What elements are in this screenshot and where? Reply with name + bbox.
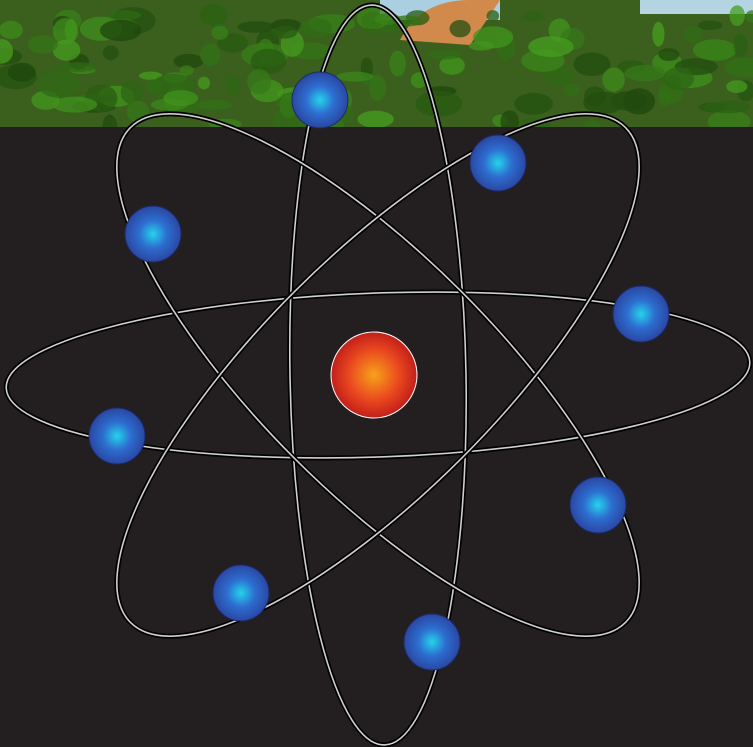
- electron-3: [125, 206, 181, 262]
- electron-1: [292, 72, 348, 128]
- electron-5: [89, 408, 145, 464]
- electron-4: [613, 286, 669, 342]
- electron-8: [404, 614, 460, 670]
- electron-7: [213, 565, 269, 621]
- electron-2: [470, 135, 526, 191]
- electron-6: [570, 477, 626, 533]
- nucleus: [331, 332, 417, 418]
